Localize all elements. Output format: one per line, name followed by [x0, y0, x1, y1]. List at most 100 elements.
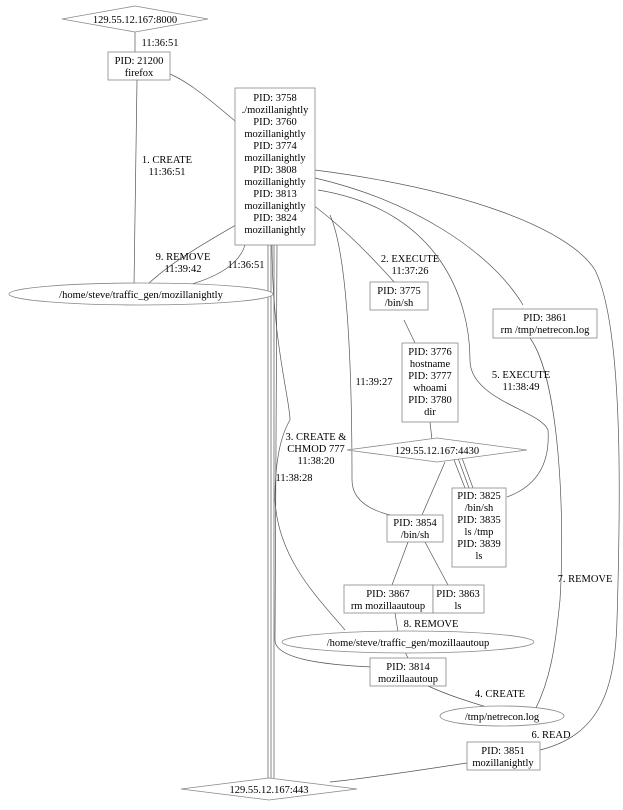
- edge-ip4430-to-binsh-3854: [421, 461, 446, 516]
- node-binsh-3775[interactable]: PID: 3775 /bin/sh: [369, 281, 429, 311]
- edge-label-remove-8: 8. REMOVE: [404, 619, 459, 630]
- node-autoup-3814-line-1: PID: 3814: [386, 662, 430, 673]
- edges: [133, 32, 620, 783]
- edge-label-remove-7: 7. REMOVE: [558, 574, 613, 585]
- node-rm-3867-line-1: PID: 3867: [366, 589, 409, 600]
- edge-ip4430-to-sh-group-a: [453, 459, 466, 489]
- node-file-mozillaautoup[interactable]: /home/steve/traffic_gen/mozillaautoup: [281, 630, 535, 654]
- node-nightly-3851[interactable]: PID: 3851 mozillanightly: [466, 741, 541, 771]
- edge-label-create-1-line-2: 11:36:51: [149, 167, 186, 178]
- node-rm-3861[interactable]: PID: 3861 rm /tmp/netrecon.log: [492, 308, 598, 339]
- edge-label-create-4: 4. CREATE: [475, 689, 525, 700]
- node-mozilla-group-line-8: mozillanightly: [244, 177, 306, 188]
- node-sh-group[interactable]: PID: 3825 /bin/sh PID: 3835 ls /tmp PID:…: [451, 487, 507, 568]
- edge-binsh-3854-to-rm-3867: [391, 541, 409, 586]
- edge-ip4430-to-sh-group-b: [457, 457, 470, 489]
- node-autoup-3814-line-2: mozillaautoup: [378, 674, 438, 685]
- edge-nightly-3851-to-ip443: [329, 762, 468, 783]
- node-recon-group[interactable]: PID: 3776 hostname PID: 3777 whoami PID:…: [401, 342, 459, 423]
- node-binsh-3775-line-2: /bin/sh: [385, 298, 414, 309]
- edge-label-remove-9-line-1: 9. REMOVE: [156, 252, 211, 263]
- node-mozilla-group-line-6: mozillanightly: [244, 153, 306, 164]
- node-file-netrecon-label: /tmp/netrecon.log: [465, 712, 540, 723]
- edge-binsh-3775-to-recon-group: [403, 319, 416, 344]
- edge-mozilla-group-execute-binsh-3775: [312, 204, 396, 284]
- node-file-mozillanightly[interactable]: /home/steve/traffic_gen/mozillanightly: [8, 282, 274, 306]
- node-mozilla-group-line-11: PID: 3824: [253, 213, 297, 224]
- edge-label-execute-5-line-2: 11:38:49: [503, 382, 540, 393]
- node-mozilla-group-line-4: mozillanightly: [244, 129, 306, 140]
- node-recon-group-line-1: PID: 3776: [408, 347, 451, 358]
- edge-mozilla-group-to-autoup-3814: [274, 244, 373, 668]
- edge-label-11-36-51-mid: 11:36:51: [228, 260, 265, 271]
- edge-ip4430-to-sh-group-c: [461, 457, 474, 489]
- edge-recon-group-to-ip4430: [429, 421, 433, 441]
- edge-label-execute-2-line-2: 11:37:26: [392, 266, 429, 277]
- node-autoup-3814[interactable]: PID: 3814 mozillaautoup: [369, 657, 447, 687]
- node-recon-group-line-2: hostname: [410, 359, 451, 370]
- node-file-netrecon[interactable]: /tmp/netrecon.log: [439, 705, 565, 727]
- node-ip4430[interactable]: 129.55.12.167:4430: [346, 437, 528, 463]
- node-ip8000[interactable]: 129.55.12.167:8000: [61, 5, 209, 33]
- edge-binsh-3854-to-ls-3863: [424, 541, 449, 586]
- edge-label-create-1-line-1: 1. CREATE: [142, 155, 192, 166]
- node-rm-3867[interactable]: PID: 3867 rm mozillaautoup: [343, 584, 434, 614]
- node-ip443[interactable]: 129.55.12.167:443: [180, 777, 358, 801]
- node-nightly-3851-line-1: PID: 3851: [481, 746, 524, 757]
- node-rm-3861-line-1: PID: 3861: [523, 313, 566, 324]
- node-ip443-label: 129.55.12.167:443: [229, 785, 308, 796]
- node-mozilla-group-line-5: PID: 3774: [253, 141, 297, 152]
- node-recon-group-line-5: PID: 3780: [408, 395, 451, 406]
- node-recon-group-line-4: whoami: [413, 383, 447, 394]
- edge-label-create-chmod-3-line-2: CHMOD 777: [287, 444, 344, 455]
- edge-label-11-38-28: 11:38:28: [276, 473, 313, 484]
- node-ls-3863-line-2: ls: [454, 601, 461, 612]
- node-file-mozillaautoup-label: /home/steve/traffic_gen/mozillaautoup: [327, 638, 490, 649]
- node-rm-3861-line-2: rm /tmp/netrecon.log: [501, 325, 590, 336]
- node-ip4430-label: 129.55.12.167:4430: [395, 446, 479, 457]
- edge-mozilla-group-execute-sh-group: [317, 189, 549, 498]
- edge-label-remove-9-line-2: 11:39:42: [165, 264, 202, 275]
- edge-mozilla-group-create-mozillaautoup: [271, 244, 346, 631]
- node-sh-group-line-4: ls /tmp: [465, 527, 494, 538]
- node-rm-3867-line-2: rm mozillaautoup: [351, 601, 425, 612]
- node-firefox[interactable]: PID: 21200 firefox: [107, 51, 171, 81]
- edge-labels: 11:36:51 1. CREATE 11:36:51 9. REMOVE 11…: [142, 38, 613, 741]
- edge-firefox-create-mozillanightly: [133, 79, 138, 287]
- node-mozilla-group-line-10: mozillanightly: [244, 201, 306, 212]
- node-recon-group-line-6: dir: [424, 407, 436, 418]
- node-file-mozillanightly-label: /home/steve/traffic_gen/mozillanightly: [59, 290, 223, 301]
- node-mozilla-group-line-7: PID: 3808: [253, 165, 296, 176]
- nodes: 129.55.12.167:8000 PID: 21200 firefox PI…: [8, 5, 598, 801]
- edge-mozilla-group-read-netrecon-far: [314, 169, 620, 751]
- node-mozilla-group-line-12: mozillanightly: [244, 225, 306, 236]
- node-mozilla-group-line-1: PID: 3758: [253, 93, 296, 104]
- node-ip8000-label: 129.55.12.167:8000: [93, 15, 177, 26]
- node-nightly-3851-line-2: mozillanightly: [472, 758, 534, 769]
- node-binsh-3775-line-1: PID: 3775: [377, 286, 420, 297]
- node-mozilla-group-line-9: PID: 3813: [253, 189, 296, 200]
- node-sh-group-line-1: PID: 3825: [457, 491, 500, 502]
- node-sh-group-line-5: PID: 3839: [457, 539, 500, 550]
- node-mozilla-group-line-2: ./mozillanightly: [242, 105, 310, 116]
- node-sh-group-line-2: /bin/sh: [465, 503, 494, 514]
- edge-firefox-to-mozilla-group: [159, 69, 241, 126]
- node-firefox-line-2: firefox: [125, 68, 154, 79]
- node-mozilla-group[interactable]: PID: 3758 ./mozillanightly PID: 3760 moz…: [234, 87, 316, 246]
- node-firefox-line-1: PID: 21200: [115, 56, 164, 67]
- edge-rm-3867-remove-mozillaautoup: [394, 612, 399, 633]
- edge-label-read-6: 6. READ: [531, 730, 571, 741]
- node-recon-group-line-3: PID: 3777: [408, 371, 451, 382]
- node-binsh-3854-line-1: PID: 3854: [393, 518, 437, 529]
- node-binsh-3854[interactable]: PID: 3854 /bin/sh: [386, 514, 444, 543]
- edge-label-create-chmod-3-line-1: 3. CREATE &: [286, 432, 347, 443]
- edge-mozilla-group-to-rm-3861: [314, 177, 524, 306]
- node-binsh-3854-line-2: /bin/sh: [401, 530, 430, 541]
- edge-mozilla-group-to-binsh-3854: [329, 214, 391, 516]
- node-ls-3863[interactable]: PID: 3863 ls: [432, 584, 485, 614]
- edge-label-execute-2-line-1: 2. EXECUTE: [381, 254, 439, 265]
- node-ls-3863-line-1: PID: 3863: [436, 589, 479, 600]
- node-mozilla-group-line-3: PID: 3760: [253, 117, 296, 128]
- edge-rm-3861-remove-netrecon: [529, 337, 563, 711]
